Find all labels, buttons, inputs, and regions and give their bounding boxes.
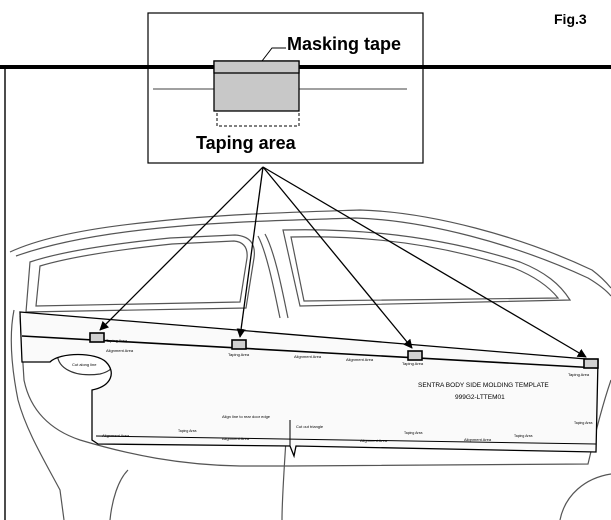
taping-box-3 — [407, 350, 423, 361]
fig-label: Fig.3 — [554, 11, 587, 27]
taping-area-label-5: Taping Area — [178, 429, 197, 433]
alignment-area-label-4: Alignment Area — [102, 433, 130, 438]
pointer-arrows — [99, 166, 587, 358]
alignment-area-label-7: Alignment Area — [464, 437, 492, 442]
taping-area-label-3: Taping Area — [402, 361, 424, 366]
taping-area-label-6: Taping Area — [404, 431, 423, 435]
taping-box-4 — [583, 358, 599, 369]
masking-tape-label: Masking tape — [287, 34, 401, 54]
molding-template-sheet — [19, 311, 599, 459]
arrow-to-box-2 — [236, 166, 264, 338]
cut-out-triangle-label: Cut out triangle — [296, 424, 324, 429]
align-line-note: Align line to rear door edge — [222, 414, 271, 419]
taping-area-label-7: Taping Area — [514, 434, 533, 438]
taping-box-2 — [231, 339, 247, 350]
taping-area-label-1: Taping Area — [106, 338, 128, 343]
taping-area-label-2: Taping Area — [228, 352, 250, 357]
template-texts: Taping Area Alignment Area Cut along lin… — [72, 338, 593, 443]
inset-masking-tape-top — [213, 60, 300, 74]
template-part-number: 999G2-LTTEM01 — [455, 394, 505, 401]
alignment-area-label-6: Alignment Area — [360, 438, 388, 443]
arrow-to-box-3 — [262, 166, 413, 349]
molding-line — [21, 335, 599, 369]
taping-area-label: Taping area — [196, 133, 297, 153]
taping-boxes — [89, 332, 599, 369]
masking-tape-leader — [261, 47, 286, 62]
alignment-area-label-1: Alignment Area — [106, 348, 134, 353]
alignment-area-label-3: Alignment Area — [346, 357, 374, 362]
alignment-area-label-5: Alignment Area — [222, 436, 250, 441]
arrow-to-box-4 — [262, 166, 587, 358]
alignment-area-label-2: Alignment Area — [294, 354, 322, 359]
alignment-line — [95, 435, 597, 445]
taping-area-label-8: Taping Area — [574, 421, 593, 425]
car-outline — [9, 209, 611, 520]
cut-along-line-label: Cut along line — [72, 362, 97, 367]
taping-area-label-4: Taping Area — [568, 372, 590, 377]
taping-inset: Masking tape Taping area — [147, 12, 424, 164]
taping-box-1 — [89, 332, 105, 343]
arrow-to-box-1 — [99, 166, 264, 331]
template-title: SENTRA BODY SIDE MOLDING TEMPLATE — [418, 382, 549, 389]
